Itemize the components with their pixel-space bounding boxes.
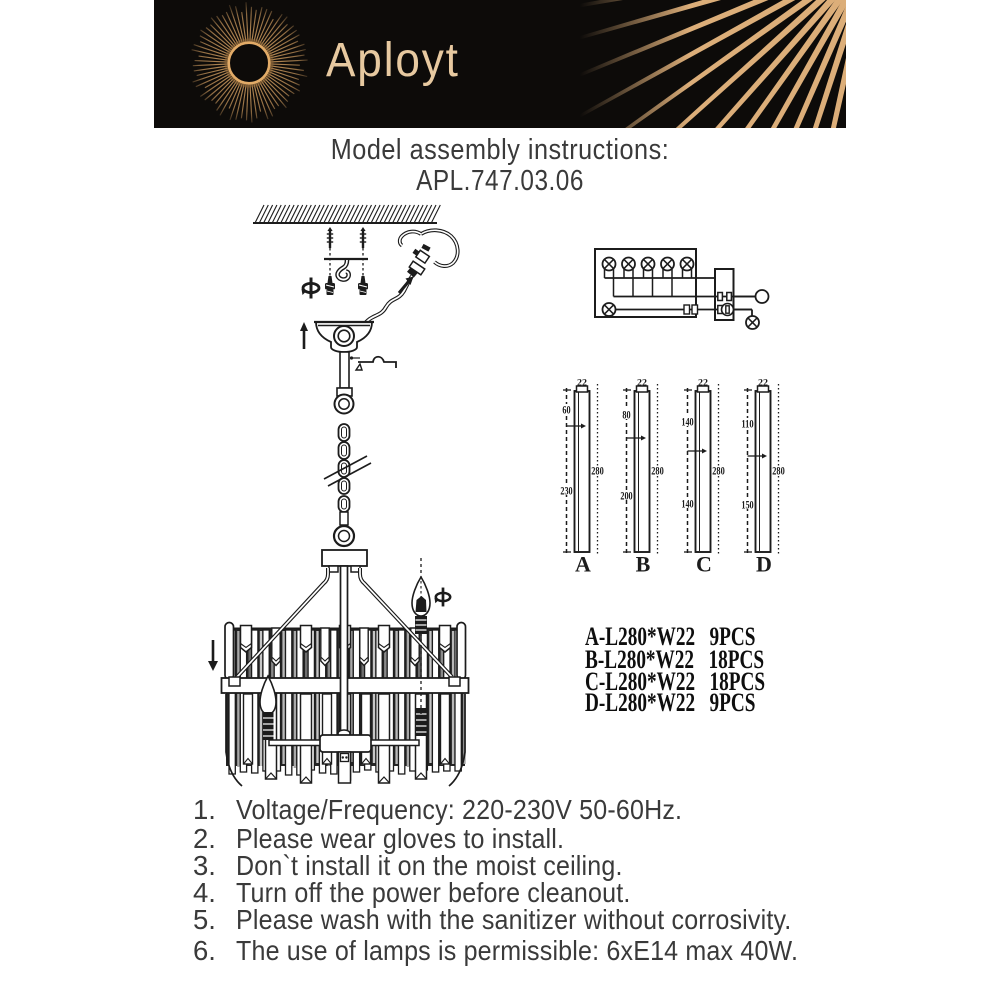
svg-text:280: 280 [772, 466, 785, 478]
svg-text:D: D [756, 552, 772, 577]
svg-text:280: 280 [651, 466, 664, 478]
svg-text:110: 110 [741, 419, 753, 431]
svg-text:A: A [575, 552, 591, 577]
svg-text:22: 22 [758, 379, 768, 389]
svg-text:230: 230 [560, 486, 572, 498]
svg-text:140: 140 [681, 499, 693, 511]
svg-text:280: 280 [591, 466, 604, 478]
svg-text:22: 22 [698, 379, 708, 389]
svg-text:140: 140 [681, 417, 693, 429]
svg-text:B: B [636, 552, 651, 577]
svg-text:22: 22 [637, 379, 647, 389]
svg-text:C: C [696, 552, 712, 577]
svg-text:80: 80 [622, 410, 630, 422]
svg-text:200: 200 [620, 491, 632, 503]
svg-text:280: 280 [712, 466, 725, 478]
svg-text:60: 60 [562, 405, 570, 417]
svg-text:22: 22 [577, 379, 587, 389]
svg-text:150: 150 [741, 500, 753, 512]
